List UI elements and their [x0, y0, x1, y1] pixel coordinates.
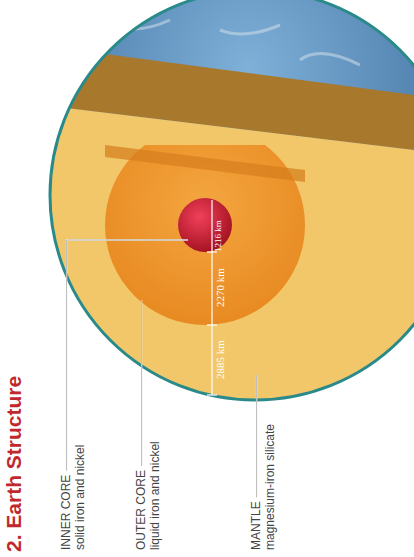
title: 2. Earth Structure — [2, 376, 25, 552]
layer-name: INNER CORE — [60, 475, 73, 550]
leader-line — [67, 240, 188, 471]
layer-material: solid iron and nickel — [74, 445, 87, 550]
globe-rim — [50, 0, 414, 400]
dimension-label: 2270 km — [214, 269, 226, 308]
layer-material: magnesium-iron silicate — [264, 424, 277, 550]
dimension-label: 1216 km — [214, 220, 224, 252]
dimension-label: 2885 km — [214, 341, 226, 380]
globe — [0, 0, 414, 420]
leader-line — [67, 240, 188, 471]
leader-line — [141, 300, 142, 466]
outer-core-cut — [105, 145, 305, 182]
inner-core — [178, 198, 232, 252]
layer-name: OUTER CORE — [135, 470, 148, 550]
leader-line — [256, 375, 257, 497]
layer-material: liquid iron and nickel — [149, 441, 162, 550]
outer-core — [105, 145, 305, 325]
leader-line — [256, 375, 257, 497]
layer-name: MANTLE — [250, 501, 263, 550]
leader-line — [141, 300, 142, 466]
